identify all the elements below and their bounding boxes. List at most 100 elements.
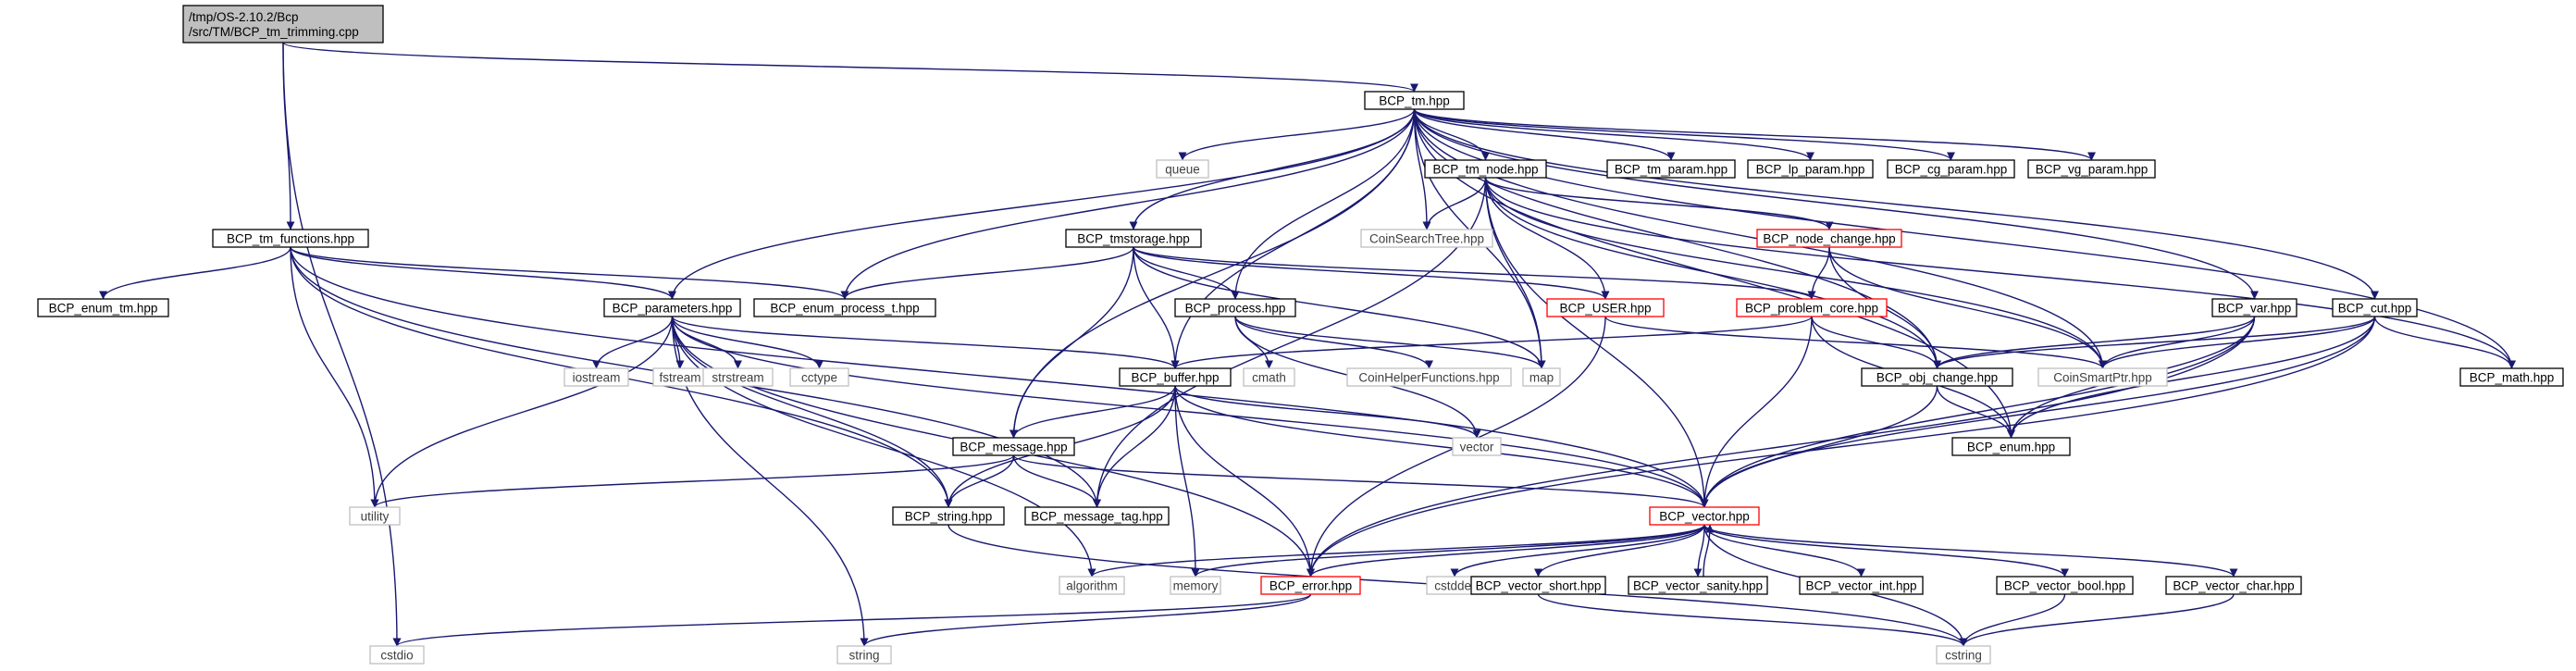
- node-vshort-label: BCP_vector_short.hpp: [1476, 579, 1602, 593]
- node-vchar-box: [2165, 576, 2302, 595]
- node-vgparam[interactable]: BCP_vg_param.hpp: [2027, 159, 2156, 179]
- edge-cut-to-bvector: [1700, 316, 2376, 508]
- node-probcore-box: [1736, 298, 1888, 317]
- node-vshort-box: [1470, 576, 1606, 595]
- node-params[interactable]: BCP_parameters.hpp: [603, 298, 741, 317]
- edge-cut-to-error: [1307, 316, 2376, 578]
- edge-bvector-to-cstddef: [1450, 524, 1705, 578]
- edge-buffer-to-msgtag: [1093, 385, 1176, 508]
- node-bvector[interactable]: BCP_vector.hpp: [1649, 506, 1760, 526]
- node-queue-label: queue: [1165, 163, 1200, 177]
- node-tmparam-box: [1606, 159, 1736, 179]
- node-vint[interactable]: BCP_vector_int.hpp: [1799, 576, 1924, 595]
- node-process-box: [1174, 298, 1296, 317]
- edge-var-to-bvector: [1700, 316, 2256, 508]
- node-vsanity[interactable]: BCP_vector_sanity.hpp: [1628, 576, 1768, 595]
- edge-tm-to-cut: [1413, 108, 2379, 300]
- node-cstddef-label: cstddef: [1434, 579, 1475, 593]
- node-root-label: /src/TM/BCP_tm_trimming.cpp: [189, 25, 359, 39]
- node-probcore[interactable]: BCP_problem_core.hpp: [1736, 298, 1888, 317]
- node-cut[interactable]: BCP_cut.hpp: [2332, 298, 2418, 317]
- edge-var-to-csp: [2099, 316, 2256, 369]
- node-vchar[interactable]: BCP_vector_char.hpp: [2165, 576, 2302, 595]
- node-enumtm[interactable]: BCP_enum_tm.hpp: [37, 298, 169, 317]
- node-vint-box: [1799, 576, 1924, 595]
- edge-bvector-to-vint: [1703, 524, 1865, 578]
- node-vint-label: BCP_vector_int.hpp: [1805, 579, 1916, 593]
- edge-message-to-utility: [370, 454, 1015, 508]
- node-math[interactable]: BCP_math.hpp: [2459, 367, 2564, 387]
- edge-error-to-string: [860, 593, 1312, 647]
- edge-params-to-bvector: [671, 316, 1709, 508]
- node-chf: CoinHelperFunctions.hpp: [1346, 367, 1512, 387]
- node-msgtag[interactable]: BCP_message_tag.hpp: [1024, 506, 1170, 526]
- node-user-box: [1546, 298, 1665, 317]
- edge-params-to-string_h: [671, 316, 953, 508]
- node-vbool[interactable]: BCP_vector_bool.hpp: [1996, 576, 2134, 595]
- node-math-box: [2459, 367, 2564, 387]
- node-tmfun[interactable]: BCP_tm_functions.hpp: [212, 229, 369, 248]
- edge-buffer-to-message: [1009, 385, 1176, 439]
- node-vgparam-box: [2027, 159, 2156, 179]
- node-algorithm-label: algorithm: [1066, 579, 1118, 593]
- edge-tm-to-var: [1413, 108, 2259, 300]
- node-vector-box: [1452, 437, 1502, 456]
- node-objchange[interactable]: BCP_obj_change.hpp: [1861, 367, 2013, 387]
- node-string_h[interactable]: BCP_string.hpp: [892, 506, 1005, 526]
- edge-buffer-to-error: [1174, 385, 1315, 578]
- node-root[interactable]: /tmp/OS-2.10.2/Bcp/src/TM/BCP_tm_trimmin…: [182, 5, 384, 43]
- node-process-label: BCP_process.hpp: [1185, 302, 1286, 316]
- node-chf-label: CoinHelperFunctions.hpp: [1358, 371, 1499, 385]
- node-vbool-label: BCP_vector_bool.hpp: [2004, 579, 2125, 593]
- node-tmnode-label: BCP_tm_node.hpp: [1432, 163, 1538, 177]
- node-tmstorage[interactable]: BCP_tmstorage.hpp: [1065, 229, 1202, 248]
- node-utility-label: utility: [361, 510, 390, 524]
- node-tmparam[interactable]: BCP_tm_param.hpp: [1606, 159, 1736, 179]
- edge-bvector-to-vchar: [1703, 524, 2238, 578]
- edge-vshort-to-cstring: [1537, 593, 1968, 647]
- node-process[interactable]: BCP_process.hpp: [1174, 298, 1296, 317]
- node-params-box: [603, 298, 741, 317]
- node-enum[interactable]: BCP_enum.hpp: [1951, 437, 2071, 456]
- edge-tmstorage-to-buffer: [1133, 246, 1180, 369]
- edge-bvector-to-vbool: [1703, 524, 2069, 578]
- node-algorithm-box: [1059, 576, 1125, 595]
- edge-tm-to-tmnode: [1413, 108, 1490, 161]
- node-memory: memory: [1170, 576, 1221, 595]
- node-buffer[interactable]: BCP_buffer.hpp: [1119, 367, 1232, 387]
- node-tmnode[interactable]: BCP_tm_node.hpp: [1424, 159, 1547, 179]
- node-lpparam[interactable]: BCP_lp_param.hpp: [1747, 159, 1874, 179]
- node-tm[interactable]: BCP_tm.hpp: [1364, 91, 1465, 110]
- node-error[interactable]: BCP_error.hpp: [1260, 576, 1361, 595]
- edge-bvector-to-vsanity: [1693, 524, 1705, 578]
- edge-vbool-to-cstring: [1959, 593, 2066, 647]
- node-map: map: [1522, 367, 1561, 387]
- node-vector: vector: [1452, 437, 1502, 456]
- node-buffer-label: BCP_buffer.hpp: [1131, 371, 1219, 385]
- node-error-box: [1260, 576, 1361, 595]
- node-enumtm-label: BCP_enum_tm.hpp: [49, 302, 158, 316]
- node-cctype-box: [789, 367, 849, 387]
- node-cgparam[interactable]: BCP_cg_param.hpp: [1887, 159, 2015, 179]
- node-message-label: BCP_message.hpp: [960, 441, 1067, 454]
- node-cgparam-label: BCP_cg_param.hpp: [1895, 163, 2008, 177]
- edge-cut-to-math: [2373, 316, 2516, 369]
- edge-cut-to-objchange: [1933, 316, 2376, 369]
- node-iostream-box: [564, 367, 629, 387]
- node-enumproc[interactable]: BCP_enum_process_t.hpp: [753, 298, 936, 317]
- node-message-box: [952, 437, 1075, 456]
- node-cmath-box: [1243, 367, 1295, 387]
- node-vshort[interactable]: BCP_vector_short.hpp: [1470, 576, 1606, 595]
- node-cmath: cmath: [1243, 367, 1295, 387]
- edge-objchange-to-bvector: [1700, 385, 1938, 508]
- edge-tm-to-message: [1009, 108, 1416, 439]
- node-error-label: BCP_error.hpp: [1269, 579, 1352, 593]
- node-cstddef: cstddef: [1426, 576, 1483, 595]
- node-message[interactable]: BCP_message.hpp: [952, 437, 1075, 456]
- node-nodechange[interactable]: BCP_node_change.hpp: [1756, 229, 1902, 248]
- node-var[interactable]: BCP_var.hpp: [2211, 298, 2297, 317]
- node-user[interactable]: BCP_USER.hpp: [1546, 298, 1665, 317]
- edge-bvector-to-memory: [1191, 524, 1705, 578]
- node-objchange-box: [1861, 367, 2013, 387]
- node-tmfun-label: BCP_tm_functions.hpp: [227, 232, 354, 246]
